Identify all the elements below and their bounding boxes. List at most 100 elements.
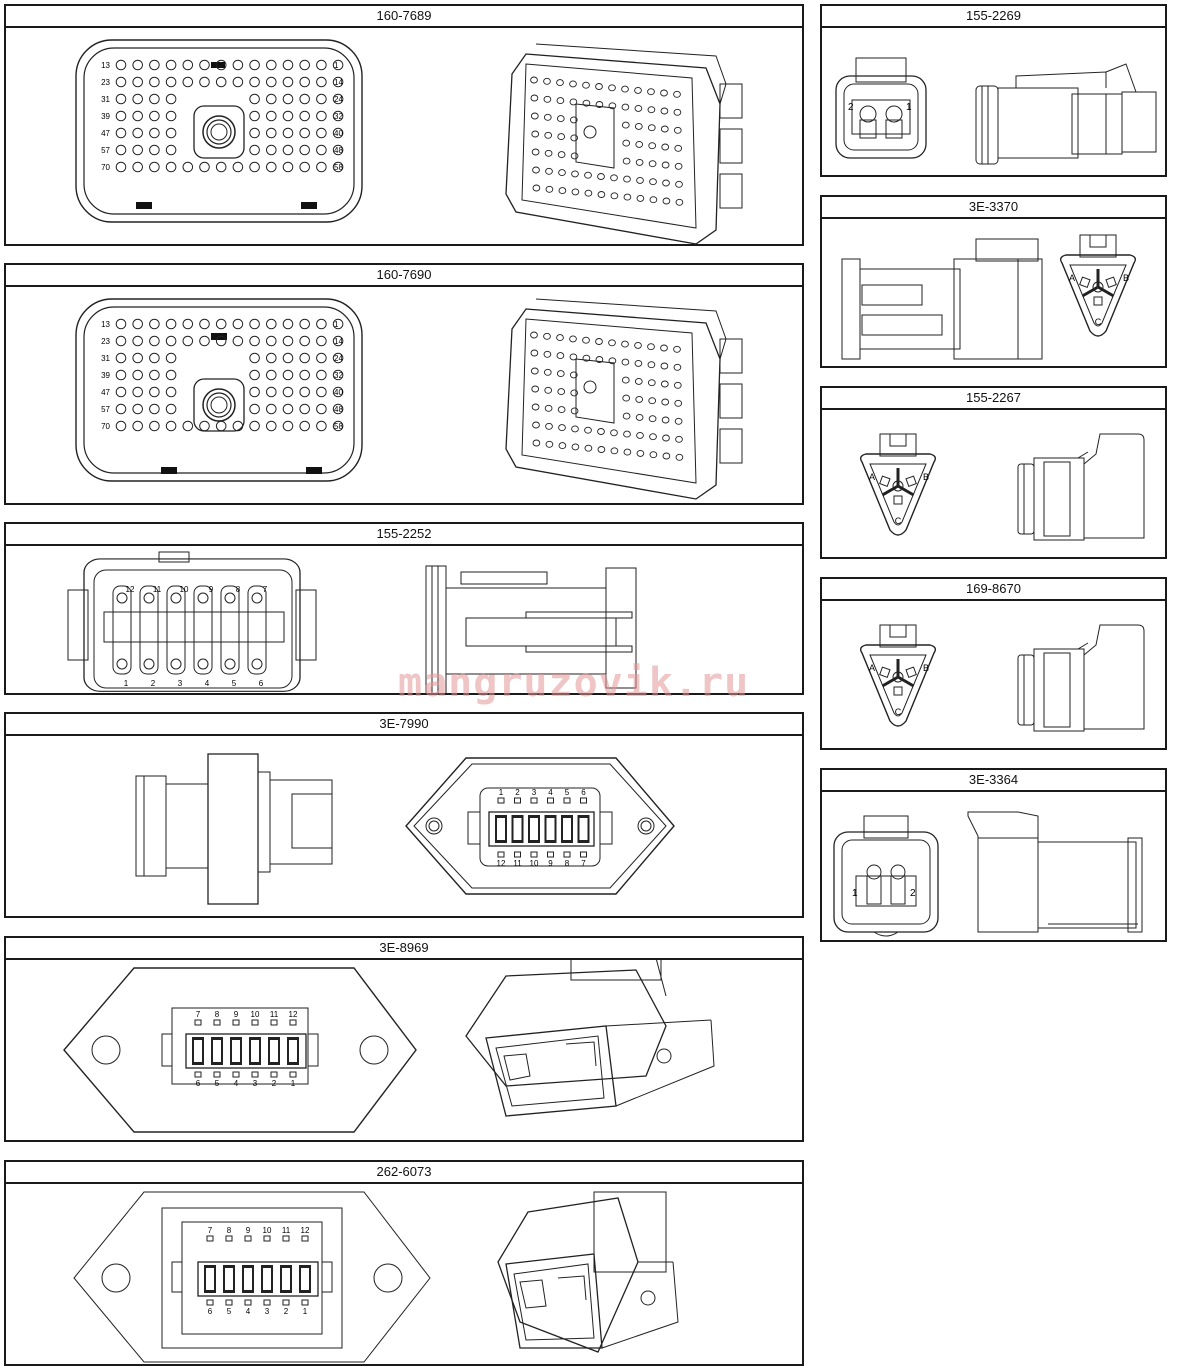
pin-hole xyxy=(608,102,617,110)
pin-hole xyxy=(249,76,260,88)
body-step xyxy=(1043,461,1071,537)
pin-hole xyxy=(282,93,294,105)
pin-hole xyxy=(132,144,144,156)
pin-marker xyxy=(232,1019,240,1026)
pin-hole xyxy=(595,101,604,108)
pin-hole xyxy=(266,127,277,139)
pin-hole xyxy=(675,198,684,206)
pin-label-bottom: 1 xyxy=(291,1079,296,1088)
pin-hole xyxy=(149,318,160,330)
pin-hole xyxy=(623,193,632,201)
pin-contact xyxy=(905,666,917,678)
pin-marker xyxy=(301,1235,309,1242)
pin-hole xyxy=(149,76,160,88)
pin-contact-inner xyxy=(194,1040,202,1062)
pin-hole xyxy=(621,376,630,384)
pin-hole xyxy=(662,452,671,460)
pin-hole xyxy=(634,104,643,112)
pin-hole xyxy=(282,127,294,139)
pin-hole xyxy=(543,77,551,85)
pin-hole xyxy=(530,331,538,339)
pin-label-top: 7 xyxy=(208,1226,213,1235)
pin-label-top: 12 xyxy=(289,1010,298,1019)
row-label-right: 24 xyxy=(334,354,343,363)
pin-hole xyxy=(675,180,683,188)
pin-hole xyxy=(299,76,310,88)
pin-hole xyxy=(556,79,564,87)
pin-marker xyxy=(282,1299,290,1306)
pin-hole xyxy=(532,166,540,174)
latch-tab xyxy=(719,338,743,374)
side-view xyxy=(967,811,1143,933)
pin-contact-inner xyxy=(206,1268,214,1290)
pin-hole xyxy=(558,187,567,195)
iso-view xyxy=(505,43,743,244)
pin-hole xyxy=(622,412,631,420)
pin-label-bottom: 4 xyxy=(246,1307,251,1316)
panel-title: 3E-8969 xyxy=(6,938,802,960)
pin-contact xyxy=(143,658,155,670)
pin-hole xyxy=(636,431,644,439)
pin-hole xyxy=(215,161,227,173)
latch-window xyxy=(889,624,907,638)
pin-hole xyxy=(608,357,617,365)
latch xyxy=(1079,234,1117,258)
pin-hole xyxy=(634,86,642,94)
pin-hole xyxy=(299,318,310,330)
pin-hole xyxy=(232,161,244,173)
latch-tab xyxy=(719,428,743,464)
pin-hole xyxy=(266,318,277,330)
pin-marker xyxy=(270,1019,278,1026)
pin-hole xyxy=(634,359,643,367)
face-outline xyxy=(521,318,697,484)
side-view xyxy=(975,63,1157,165)
pin-hole xyxy=(621,85,629,93)
pin-hole xyxy=(597,173,605,180)
row-label-right: 1 xyxy=(334,61,339,70)
pin-hole xyxy=(610,429,618,437)
pin-hole xyxy=(299,386,310,398)
pin-hole xyxy=(610,174,618,182)
panel-title: 262-6073 xyxy=(6,1162,802,1184)
connector-3e-3364-drawing: 1 2 xyxy=(833,811,1143,937)
pin-label-a: A xyxy=(1069,273,1075,283)
pin-cavity xyxy=(166,585,186,675)
pin-hole xyxy=(332,318,344,330)
pin-hole xyxy=(332,127,344,139)
pin-hole xyxy=(266,144,277,156)
pin-hole xyxy=(661,143,670,151)
body xyxy=(1033,648,1085,732)
seal xyxy=(1017,463,1035,535)
pin-hole xyxy=(266,93,277,105)
pin-hole xyxy=(215,420,227,432)
pin-hole xyxy=(316,352,327,364)
pin-hole xyxy=(282,352,294,364)
pin-marker xyxy=(263,1299,271,1306)
pin-label-bottom: 6 xyxy=(196,1079,201,1088)
pin-label-top: 11 xyxy=(282,1226,291,1235)
pin-hole xyxy=(282,59,294,71)
panel-title: 155-2267 xyxy=(822,388,1165,410)
pin-hole xyxy=(661,161,670,169)
pin-hole xyxy=(132,93,144,105)
housing-top xyxy=(535,43,727,105)
pin-contact-inner xyxy=(232,1040,240,1062)
panel-3e-3364: 3E-3364 1 2 xyxy=(820,768,1167,942)
pin-hole xyxy=(661,398,670,406)
pin-label-left: 2 xyxy=(848,102,854,113)
row-label-right: 1 xyxy=(334,320,339,329)
pin-hole xyxy=(182,161,194,173)
latch-edge xyxy=(1077,642,1089,650)
pin-hole xyxy=(332,369,344,381)
pin-hole xyxy=(299,110,310,122)
pin-hole xyxy=(132,420,144,432)
pin-row-frame xyxy=(197,1261,319,1297)
pin-hole xyxy=(635,158,644,166)
pin-hole xyxy=(558,442,567,450)
